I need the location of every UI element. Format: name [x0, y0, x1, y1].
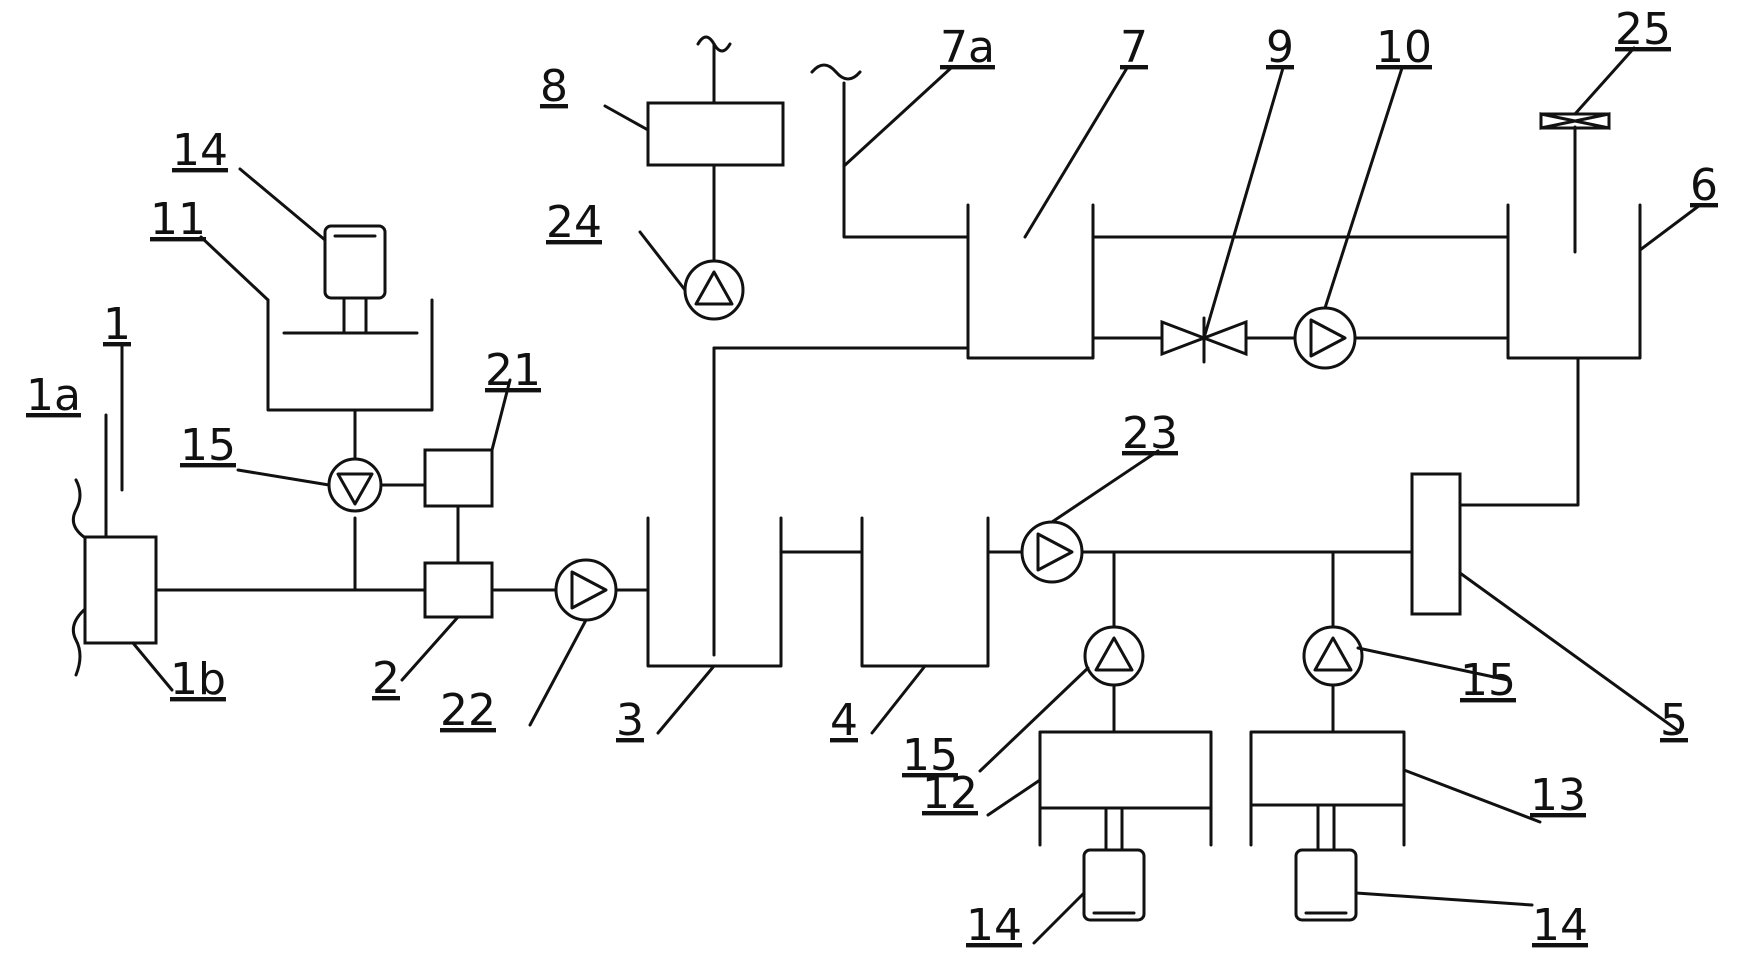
label-25: 25: [1615, 4, 1671, 55]
vent-7a-wave: [810, 63, 862, 81]
block-1: [83, 535, 158, 645]
reference-labels: 1 1a 1b 2 3 4 5 6 7 7a 8 9 10 11 12 13 1…: [26, 4, 1718, 951]
leader-22: [528, 618, 588, 727]
label-15-left: 15: [180, 420, 236, 471]
label-5: 5: [1660, 695, 1688, 746]
block-2: [423, 561, 494, 619]
leader-10: [1323, 66, 1404, 310]
label-12: 12: [922, 768, 978, 819]
pump-24: [683, 259, 745, 321]
leader-14-br: [1354, 891, 1534, 907]
block-8: [646, 101, 785, 167]
label-4: 4: [830, 695, 858, 746]
pump-15-mid: [1083, 625, 1145, 687]
label-23: 23: [1122, 408, 1178, 459]
pump-15-right: [1302, 625, 1364, 687]
label-15-right: 15: [1460, 655, 1516, 706]
block-5: [1410, 472, 1462, 616]
pumps: [327, 259, 1364, 687]
tank-6: [1506, 203, 1642, 360]
valve-9-right: [1199, 319, 1248, 357]
label-9: 9: [1266, 22, 1294, 73]
leader-6: [1638, 203, 1702, 252]
label-1a: 1a: [26, 370, 81, 421]
leader-12: [986, 778, 1042, 817]
label-11: 11: [150, 194, 206, 245]
wave-1a: [71, 478, 86, 539]
pump-10: [1293, 306, 1357, 370]
leader-1b: [131, 641, 174, 692]
tank-7: [966, 203, 1095, 360]
leader-21: [490, 378, 512, 452]
label-14-bottom-right: 14: [1532, 900, 1588, 951]
motor-14-left: [1082, 848, 1146, 922]
tank-12-shaft: [1104, 806, 1124, 852]
label-7a: 7a: [940, 22, 995, 73]
tank-12: [1038, 730, 1213, 847]
valve-9-left: [1160, 319, 1209, 357]
leader-3: [656, 664, 716, 735]
leader-5: [1458, 571, 1682, 734]
label-22: 22: [440, 685, 496, 736]
tank-4: [860, 516, 990, 668]
leader-7a: [842, 66, 953, 168]
leader-23: [1050, 449, 1160, 524]
leader-7: [1023, 66, 1129, 239]
leader-4: [870, 664, 927, 735]
label-1: 1: [103, 299, 131, 350]
leader-15-right: [1356, 646, 1510, 682]
label-21: 21: [485, 345, 541, 396]
pump-15-left: [327, 457, 383, 513]
tank-11: [266, 298, 434, 412]
leader-25: [1573, 46, 1636, 116]
label-2: 2: [372, 653, 400, 704]
wave-1b: [71, 608, 86, 677]
label-24: 24: [546, 197, 602, 248]
label-1b: 1b: [170, 654, 226, 705]
leader-24: [638, 230, 687, 292]
pipes: [154, 35, 1580, 734]
pump-23: [1020, 520, 1084, 584]
leader-14-top: [238, 167, 327, 242]
label-14-top: 14: [172, 125, 228, 176]
leader-9: [1202, 66, 1285, 340]
leader-13: [1402, 768, 1542, 824]
pipe-5-to-6: [1458, 356, 1580, 507]
label-13: 13: [1530, 770, 1586, 821]
motor-14-right: [1294, 848, 1358, 922]
leader-2: [400, 615, 460, 682]
label-8: 8: [540, 61, 568, 112]
tank-13-shaft: [1316, 803, 1336, 852]
leader-15-mid: [978, 666, 1090, 773]
label-10: 10: [1376, 22, 1432, 73]
leader-15-left: [236, 468, 331, 487]
leader-11: [199, 235, 270, 302]
label-6: 6: [1690, 160, 1718, 211]
vent-8-wave: [696, 35, 732, 53]
leader-lines: [104, 46, 1702, 945]
block-21: [423, 448, 494, 508]
label-14-bottom-left: 14: [966, 900, 1022, 951]
motor-14-top: [323, 224, 387, 300]
label-15-mid: 15: [902, 730, 958, 781]
leader-14-bl: [1032, 891, 1086, 945]
label-3: 3: [616, 695, 644, 746]
leader-8: [603, 104, 650, 132]
label-7: 7: [1120, 22, 1148, 73]
motor-14-shaft: [342, 296, 368, 335]
pipe-7a: [842, 81, 970, 239]
pump-22: [554, 558, 618, 622]
tank-13: [1249, 730, 1406, 847]
equipment: [71, 101, 1642, 922]
